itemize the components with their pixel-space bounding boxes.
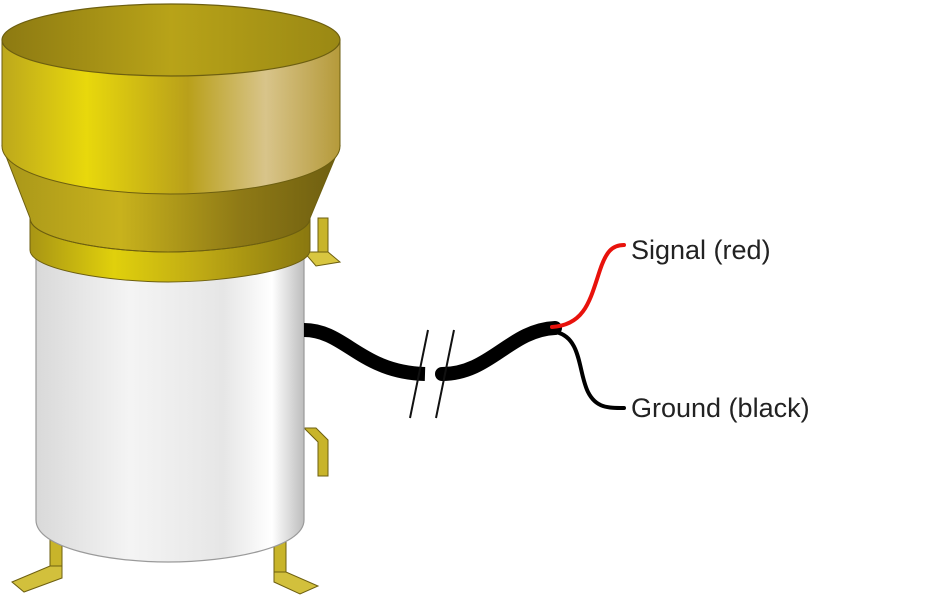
cable-icon: [303, 321, 562, 419]
cable-left-segment: [303, 323, 426, 381]
ground-wire-label: Ground (black): [631, 393, 810, 423]
gauge-body: [35, 249, 305, 563]
gauge-bracket-upper: [302, 217, 342, 267]
rain-gauge-icon: [1, 3, 342, 595]
signal-wire: [550, 243, 626, 329]
signal-wire-label: Signal (red): [631, 235, 771, 265]
gauge-funnel-opening: [1, 3, 341, 77]
ground-wire: [554, 330, 626, 410]
cable-right-segment: [435, 321, 562, 381]
gauge-funnel-rim: [1, 39, 341, 195]
gauge-leg-right: [273, 539, 320, 595]
cable-break-icon: [409, 329, 455, 419]
gauge-bracket-lower: [302, 427, 329, 477]
